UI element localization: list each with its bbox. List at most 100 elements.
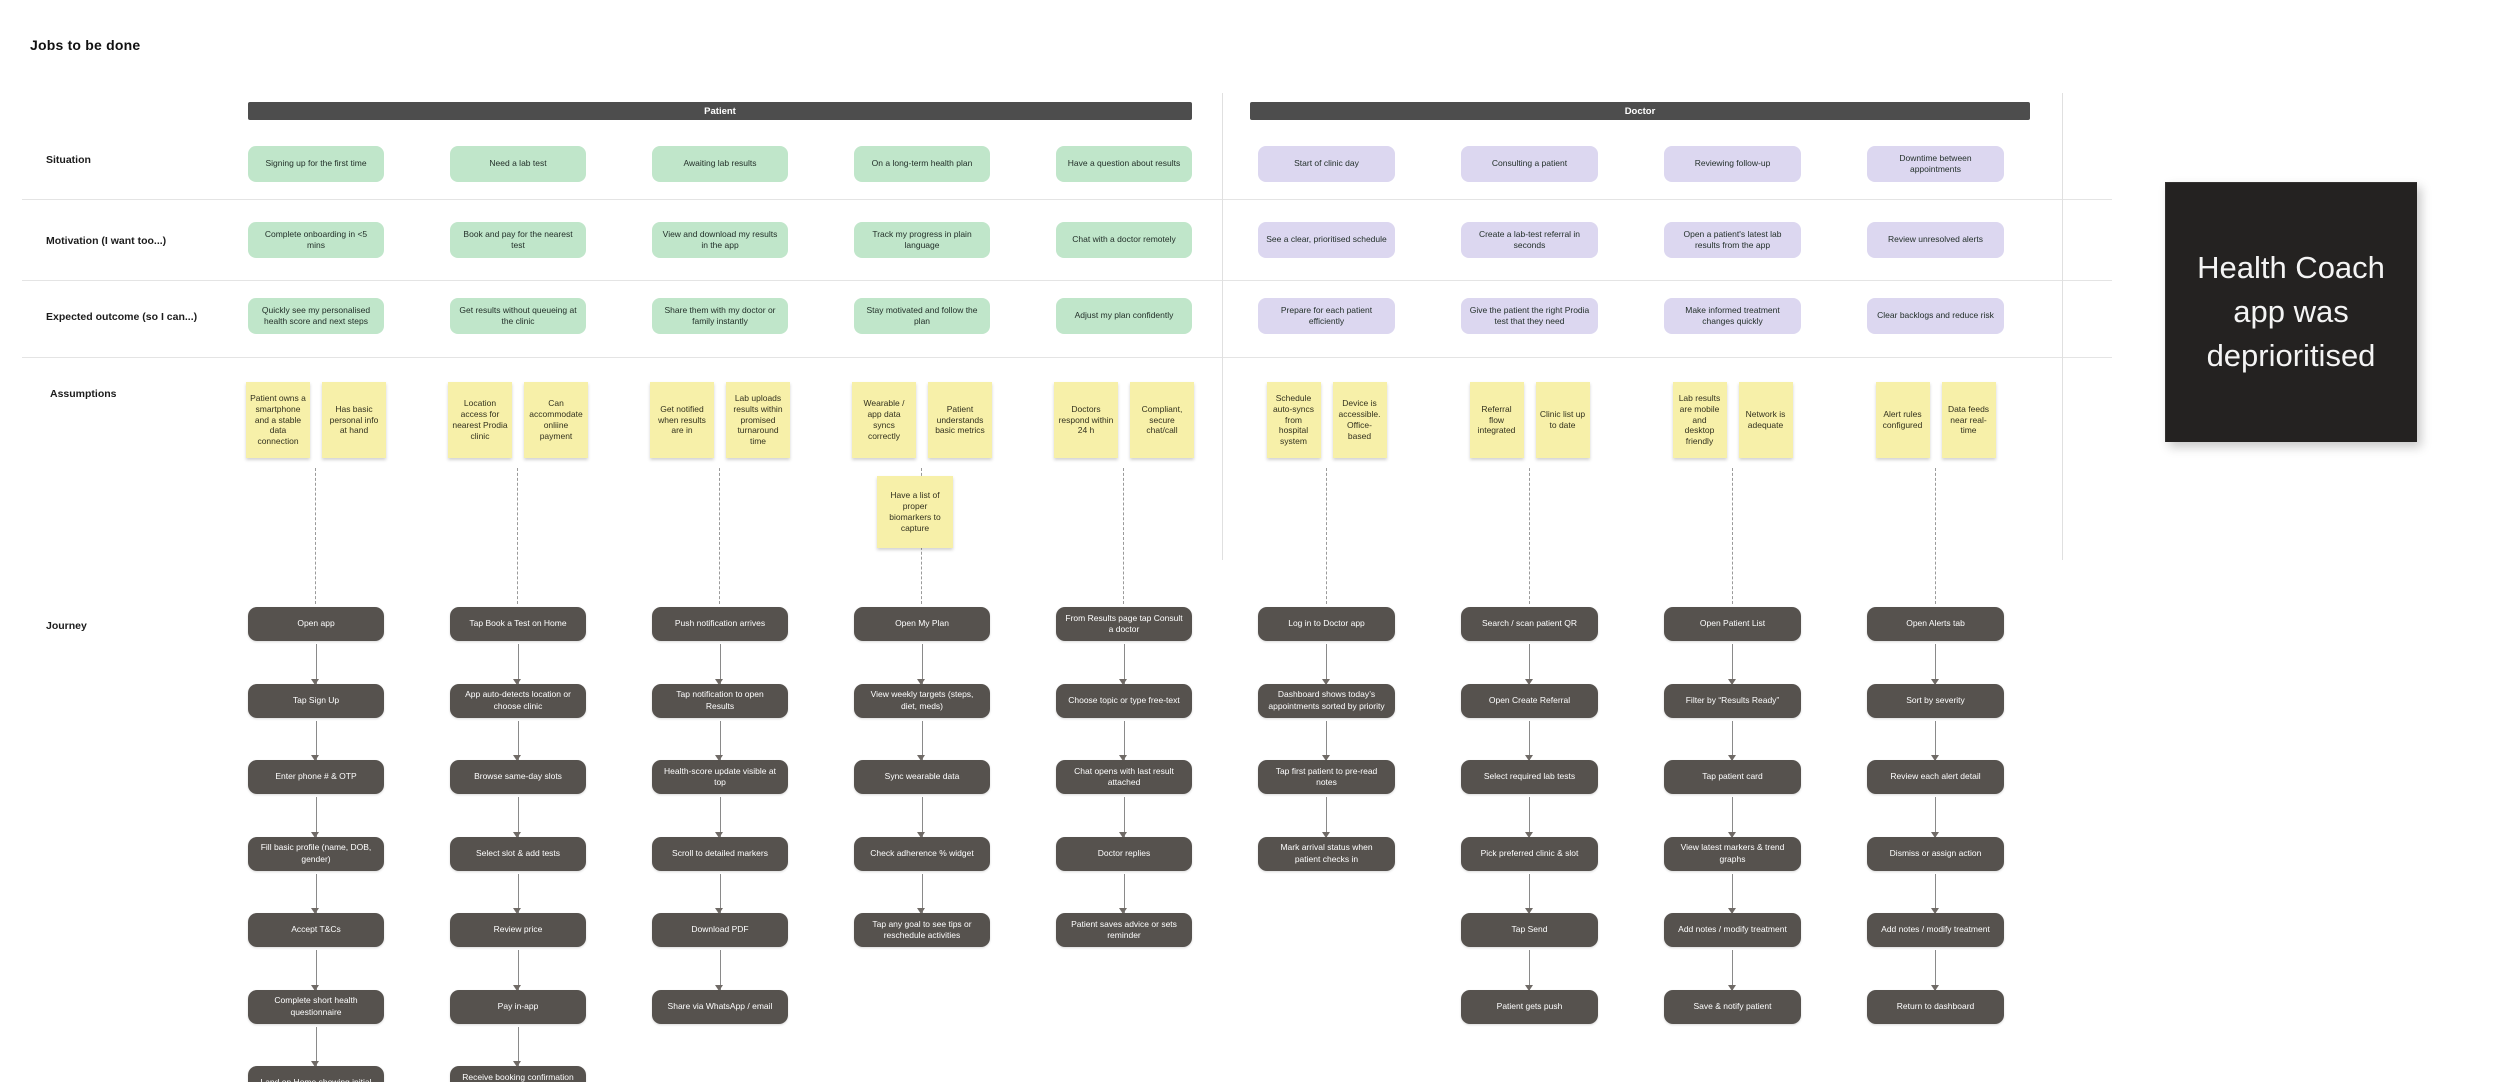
outcome-card[interactable]: Stay motivated and follow the plan: [854, 298, 990, 334]
assumption-sticky-note[interactable]: Compliant, secure chat/call: [1130, 382, 1194, 458]
journey-step[interactable]: Save & notify patient: [1664, 989, 1801, 1024]
motivation-card[interactable]: Complete onboarding in <5 mins: [248, 222, 384, 258]
journey-step[interactable]: Return to dashboard: [1867, 989, 2004, 1024]
journey-step[interactable]: Dismiss or assign action: [1867, 836, 2004, 871]
journey-step[interactable]: Open Patient List: [1664, 607, 1801, 641]
situation-card[interactable]: On a long-term health plan: [854, 146, 990, 182]
journey-step[interactable]: Mark arrival status when patient checks …: [1258, 836, 1395, 871]
situation-card[interactable]: Need a lab test: [450, 146, 586, 182]
outcome-card[interactable]: Adjust my plan confidently: [1056, 298, 1192, 334]
motivation-card[interactable]: Chat with a doctor remotely: [1056, 222, 1192, 258]
journey-step[interactable]: Open Alerts tab: [1867, 607, 2004, 641]
journey-step[interactable]: Doctor replies: [1056, 836, 1192, 871]
journey-step[interactable]: Open My Plan: [854, 607, 990, 641]
assumption-sticky-note[interactable]: Location access for nearest Prodia clini…: [448, 382, 512, 458]
journey-step[interactable]: Review price: [450, 913, 586, 947]
motivation-card[interactable]: Create a lab-test referral in seconds: [1461, 222, 1598, 258]
journey-step[interactable]: Download PDF: [652, 913, 788, 947]
assumption-sticky-note[interactable]: Device is accessible. Office-based: [1332, 382, 1387, 458]
lane-header-patient[interactable]: Patient: [248, 102, 1192, 120]
journey-step[interactable]: Dashboard shows today’s appointments sor…: [1258, 683, 1395, 718]
journey-step[interactable]: Tap Sign Up: [248, 683, 384, 718]
assumption-sticky-note-extra[interactable]: Have a list of proper biomarkers to capt…: [877, 476, 953, 548]
journey-step[interactable]: View latest markers & trend graphs: [1664, 836, 1801, 871]
journey-step[interactable]: Filter by “Results Ready”: [1664, 683, 1801, 718]
assumption-sticky-note[interactable]: Has basic personal info at hand: [322, 382, 386, 458]
situation-card[interactable]: Consulting a patient: [1461, 146, 1598, 182]
journey-step[interactable]: Open Create Referral: [1461, 683, 1598, 718]
journey-step[interactable]: Complete short health questionnaire: [248, 989, 384, 1024]
journey-step[interactable]: View weekly targets (steps, diet, meds): [854, 683, 990, 718]
assumption-sticky-note[interactable]: Schedule auto-syncs from hospital system: [1266, 382, 1321, 458]
journey-step[interactable]: Browse same-day slots: [450, 760, 586, 794]
journey-step[interactable]: Pay in-app: [450, 989, 586, 1024]
lane-header-doctor[interactable]: Doctor: [1250, 102, 2030, 120]
journey-step[interactable]: Add notes / modify treatment: [1867, 913, 2004, 947]
assumption-sticky-note[interactable]: Patient owns a smartphone and a stable d…: [246, 382, 310, 458]
situation-card[interactable]: Have a question about results: [1056, 146, 1192, 182]
outcome-card[interactable]: Quickly see my personalised health score…: [248, 298, 384, 334]
journey-step[interactable]: Add notes / modify treatment: [1664, 913, 1801, 947]
assumption-sticky-note[interactable]: Lab results are mobile and desktop frien…: [1672, 382, 1727, 458]
journey-step[interactable]: Scroll to detailed markers: [652, 836, 788, 871]
situation-card[interactable]: Downtime between appointments: [1867, 146, 2004, 182]
journey-step[interactable]: Chat opens with last result attached: [1056, 760, 1192, 794]
journey-step[interactable]: Push notification arrives: [652, 607, 788, 641]
journey-step[interactable]: Enter phone # & OTP: [248, 760, 384, 794]
journey-step[interactable]: Tap patient card: [1664, 760, 1801, 794]
journey-step[interactable]: Select slot & add tests: [450, 836, 586, 871]
motivation-card[interactable]: Track my progress in plain language: [854, 222, 990, 258]
journey-step[interactable]: Tap Book a Test on Home: [450, 607, 586, 641]
assumption-sticky-note[interactable]: Wearable / app data syncs correctly: [852, 382, 916, 458]
journey-step[interactable]: Fill basic profile (name, DOB, gender): [248, 836, 384, 871]
journey-step[interactable]: Tap first patient to pre-read notes: [1258, 760, 1395, 794]
motivation-card[interactable]: Book and pay for the nearest test: [450, 222, 586, 258]
journey-step[interactable]: Share via WhatsApp / email: [652, 989, 788, 1024]
journey-step[interactable]: Check adherence % widget: [854, 836, 990, 871]
situation-card[interactable]: Awaiting lab results: [652, 146, 788, 182]
journey-step[interactable]: Log in to Doctor app: [1258, 607, 1395, 641]
journey-step[interactable]: Patient saves advice or sets reminder: [1056, 913, 1192, 947]
outcome-card[interactable]: Clear backlogs and reduce risk: [1867, 298, 2004, 334]
journey-step[interactable]: Land on Home showing initial: [248, 1066, 384, 1082]
motivation-card[interactable]: Open a patient's latest lab results from…: [1664, 222, 1801, 258]
journey-step[interactable]: Search / scan patient QR: [1461, 607, 1598, 641]
situation-card[interactable]: Signing up for the first time: [248, 146, 384, 182]
assumption-sticky-note[interactable]: Alert rules configured: [1875, 382, 1930, 458]
outcome-card[interactable]: Share them with my doctor or family inst…: [652, 298, 788, 334]
outcome-card[interactable]: Prepare for each patient efficiently: [1258, 298, 1395, 334]
outcome-card[interactable]: Get results without queueing at the clin…: [450, 298, 586, 334]
journey-step[interactable]: Sync wearable data: [854, 760, 990, 794]
journey-step[interactable]: Tap Send: [1461, 913, 1598, 947]
journey-step[interactable]: Accept T&Cs: [248, 913, 384, 947]
assumption-sticky-note[interactable]: Referral flow integrated: [1469, 382, 1524, 458]
journey-step[interactable]: App auto-detects location or choose clin…: [450, 683, 586, 718]
assumption-sticky-note[interactable]: Doctors respond within 24 h: [1054, 382, 1118, 458]
assumption-sticky-note[interactable]: Data feeds near real-time: [1941, 382, 1996, 458]
assumption-sticky-note[interactable]: Network is adequate: [1738, 382, 1793, 458]
assumption-sticky-note[interactable]: Can accommodate onliine payment: [524, 382, 588, 458]
motivation-card[interactable]: Review unresolved alerts: [1867, 222, 2004, 258]
motivation-card[interactable]: See a clear, prioritised schedule: [1258, 222, 1395, 258]
motivation-card[interactable]: View and download my results in the app: [652, 222, 788, 258]
assumption-sticky-note[interactable]: Get notified when results are in: [650, 382, 714, 458]
journey-step[interactable]: Sort by severity: [1867, 683, 2004, 718]
journey-step[interactable]: Health-score update visible at top: [652, 760, 788, 794]
outcome-card[interactable]: Make informed treatment changes quickly: [1664, 298, 1801, 334]
assumption-sticky-note[interactable]: Clinic list up to date: [1535, 382, 1590, 458]
journey-step[interactable]: Select required lab tests: [1461, 760, 1598, 794]
situation-card[interactable]: Start of clinic day: [1258, 146, 1395, 182]
journey-step[interactable]: Tap notification to open Results: [652, 683, 788, 718]
journey-step[interactable]: Pick preferred clinic & slot: [1461, 836, 1598, 871]
journey-step[interactable]: Choose topic or type free-text: [1056, 683, 1192, 718]
journey-step[interactable]: Review each alert detail: [1867, 760, 2004, 794]
journey-step[interactable]: Patient gets push: [1461, 989, 1598, 1024]
assumption-sticky-note[interactable]: Patient understands basic metrics: [928, 382, 992, 458]
assumption-sticky-note[interactable]: Lab uploads results within promised turn…: [726, 382, 790, 458]
situation-card[interactable]: Reviewing follow-up: [1664, 146, 1801, 182]
side-note[interactable]: Health Coach app was deprioritised: [2165, 182, 2417, 442]
outcome-card[interactable]: Give the patient the right Prodia test t…: [1461, 298, 1598, 334]
journey-step[interactable]: Tap any goal to see tips or reschedule a…: [854, 913, 990, 947]
journey-step[interactable]: From Results page tap Consult a doctor: [1056, 607, 1192, 641]
journey-step[interactable]: Receive booking confirmation +: [450, 1066, 586, 1082]
